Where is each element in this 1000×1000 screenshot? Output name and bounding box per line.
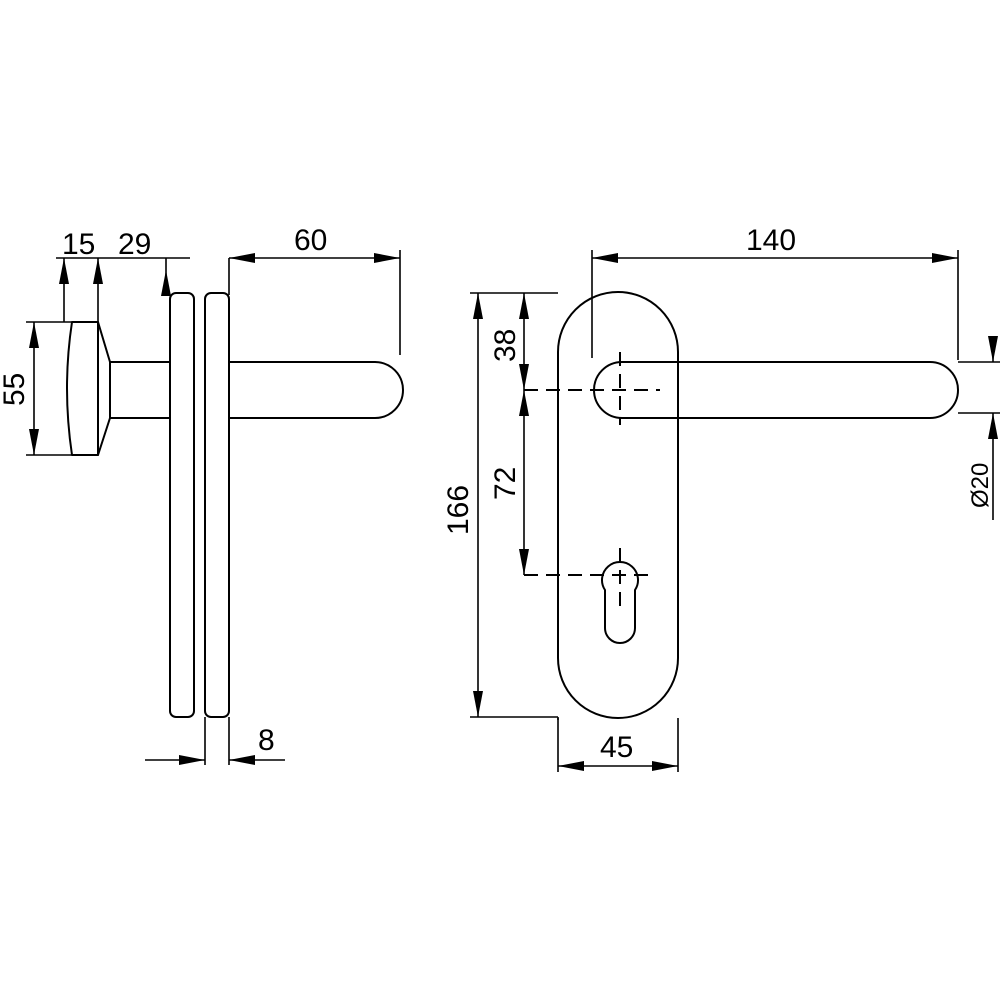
dim-38-label: 38: [489, 329, 522, 362]
lever-front: [593, 361, 959, 419]
dim-166-label: 166: [442, 485, 475, 535]
right-plate: [204, 292, 230, 718]
dim-diameter-label: Ø20: [967, 463, 994, 508]
front-view: 140 38 72 166 45 Ø20: [442, 224, 1000, 772]
dim-29-label: 29: [118, 228, 151, 261]
dim-45-label: 45: [600, 731, 633, 764]
dim-72-label: 72: [489, 467, 522, 500]
backplate: [557, 291, 679, 719]
dim-15-label: 15: [62, 228, 95, 261]
dim-60-label: 60: [294, 224, 327, 257]
side-view: 15 29 60 55 8: [0, 224, 404, 765]
dim-8-label: 8: [258, 724, 275, 757]
keyhole: [601, 561, 639, 644]
dim-140-label: 140: [746, 224, 796, 257]
rose-shape: [66, 321, 111, 456]
spindle-neck: [109, 361, 171, 419]
left-plate: [169, 292, 195, 718]
dim-55-label: 55: [0, 373, 31, 406]
lever-side: [228, 361, 404, 419]
